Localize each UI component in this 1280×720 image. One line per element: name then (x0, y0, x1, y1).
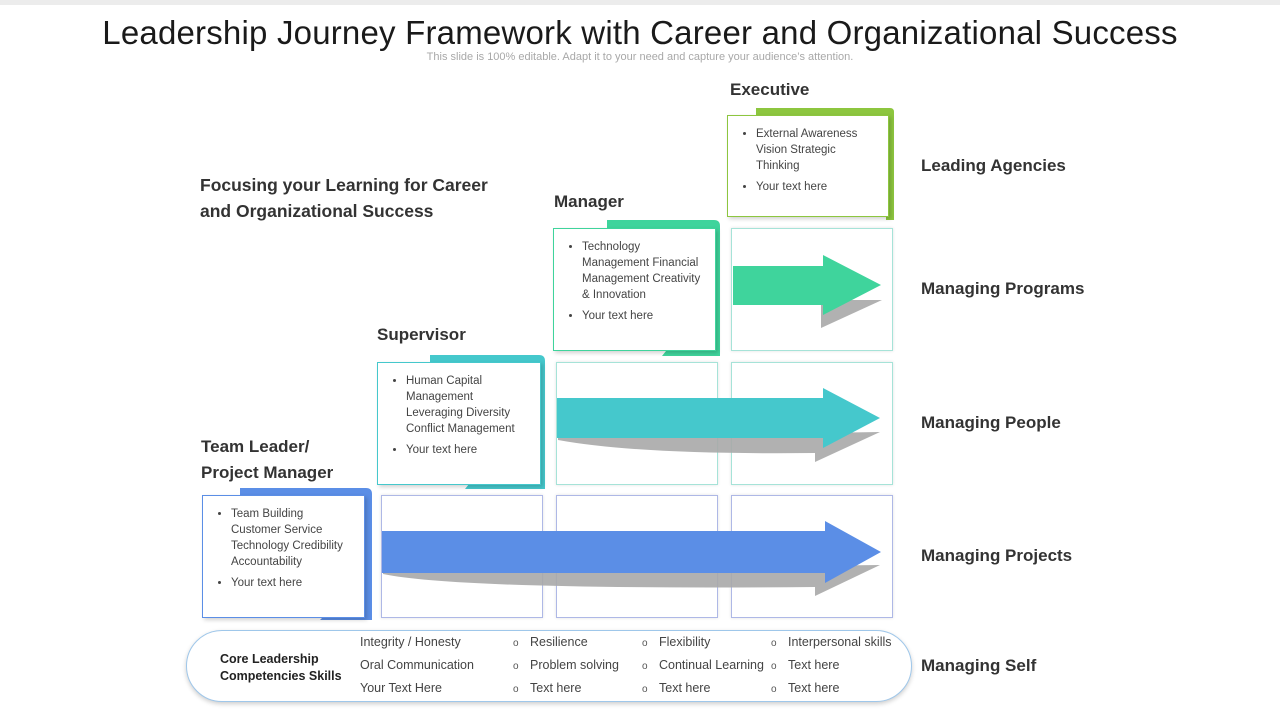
core-competencies-pill (186, 630, 912, 702)
supervisor-bullet-2: Your text here (406, 442, 532, 458)
card-manager: Technology Management Financial Manageme… (553, 228, 716, 351)
level-managing-self: Managing Self (921, 656, 1037, 675)
level-managing-projects: Managing Projects (921, 546, 1073, 565)
team-leader-line-1: Team Leader/ (201, 437, 310, 456)
role-title-supervisor: Supervisor (377, 325, 466, 344)
executive-bullet-2: Your text here (756, 179, 880, 195)
arrow-managing-programs (733, 255, 882, 328)
executive-bullet-1: External Awareness Vision Strategic Thin… (756, 126, 880, 174)
top-bar (0, 0, 1280, 5)
skill-item: Oral Communication (360, 658, 474, 672)
core-competencies-title: Core Leadership Competencies Skills (220, 652, 342, 683)
circle-bullet-icon: o (513, 661, 519, 672)
role-title-team-leader: Team Leader/ Project Manager (201, 434, 333, 486)
card-executive: External Awareness Vision Strategic Thin… (727, 115, 889, 217)
circle-bullet-icon: o (771, 638, 777, 649)
level-managing-programs: Managing Programs (921, 279, 1085, 298)
arrow-programs-body (733, 255, 881, 315)
arrow-managing-people (557, 388, 880, 462)
manager-bullet-2: Your text here (582, 308, 707, 324)
team-leader-bullet-1: Team Building Customer Service Technolog… (231, 506, 356, 570)
role-title-manager: Manager (554, 192, 624, 211)
supervisor-bullet-1: Human Capital Management Leveraging Dive… (406, 373, 532, 437)
team-leader-line-2: Project Manager (201, 463, 334, 482)
arrow-managing-projects (382, 521, 881, 596)
circle-bullet-icon: o (513, 638, 519, 649)
slide-title: Leadership Journey Framework with Career… (102, 14, 1178, 51)
card-supervisor: Human Capital Management Leveraging Dive… (377, 362, 541, 485)
arrow-people-body (557, 388, 880, 448)
slide-subtitle: This slide is 100% editable. Adapt it to… (426, 51, 854, 63)
role-title-executive: Executive (730, 80, 810, 99)
circle-bullet-icon: o (642, 684, 648, 695)
arrow-projects-body (382, 521, 881, 583)
circle-bullet-icon: o (642, 661, 648, 672)
level-leading-agencies: Leading Agencies (921, 156, 1066, 175)
team-leader-bullet-2: Your text here (231, 575, 356, 591)
circle-bullet-icon: o (642, 638, 648, 649)
level-managing-people: Managing People (921, 413, 1061, 432)
manager-bullet-1: Technology Management Financial Manageme… (582, 239, 707, 303)
circle-bullet-icon: o (513, 684, 519, 695)
circle-bullet-icon: o (771, 684, 777, 695)
circle-bullet-icon: o (771, 661, 777, 672)
card-team-leader: Team Building Customer Service Technolog… (202, 495, 365, 618)
skill-item: Your Text Here (360, 681, 442, 695)
focus-heading: Focusing your Learning for Career and Or… (200, 175, 488, 221)
skill-item: Integrity / Honesty (360, 635, 461, 649)
